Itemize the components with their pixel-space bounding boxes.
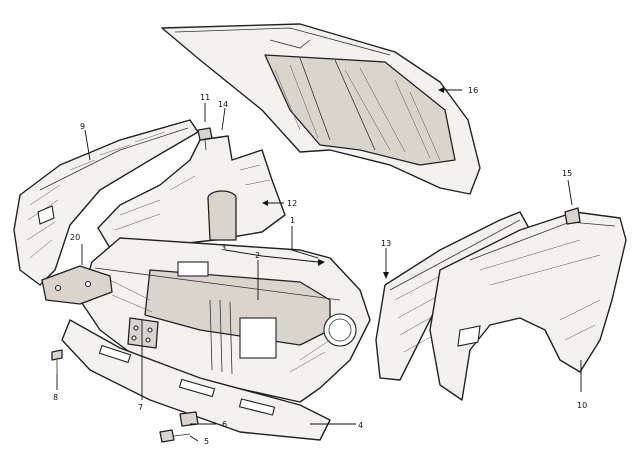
callout-4: 4 [358,421,363,430]
leader-lines [56,87,582,442]
left-bracket [41,265,113,305]
bolt-11 [197,127,213,151]
left-front-fender [13,119,199,286]
callout-2: 2 [255,251,260,260]
callout-7: 7 [138,403,143,412]
callout-8: 8 [53,393,58,402]
callout-9: 9 [80,122,85,131]
left-inner-apron [97,135,286,249]
callout-13: 13 [381,239,391,248]
callout-11: 11 [200,93,210,102]
bolt-5 [159,429,191,443]
callout-6: 6 [222,420,227,429]
front-lower-apron [61,317,331,441]
bolt-8 [51,349,63,374]
callout-1: 1 [290,216,295,225]
callout-20: 20 [70,233,80,242]
callout-16: 16 [468,86,478,95]
callout-10: 10 [577,401,587,410]
callout-15: 15 [562,169,572,178]
callout-14: 14 [218,100,228,109]
callout-5: 5 [204,437,209,446]
callout-3: 3 [221,243,226,252]
right-front-fender [429,207,627,401]
callout-12: 12 [287,199,297,208]
hood-panel [161,23,481,195]
